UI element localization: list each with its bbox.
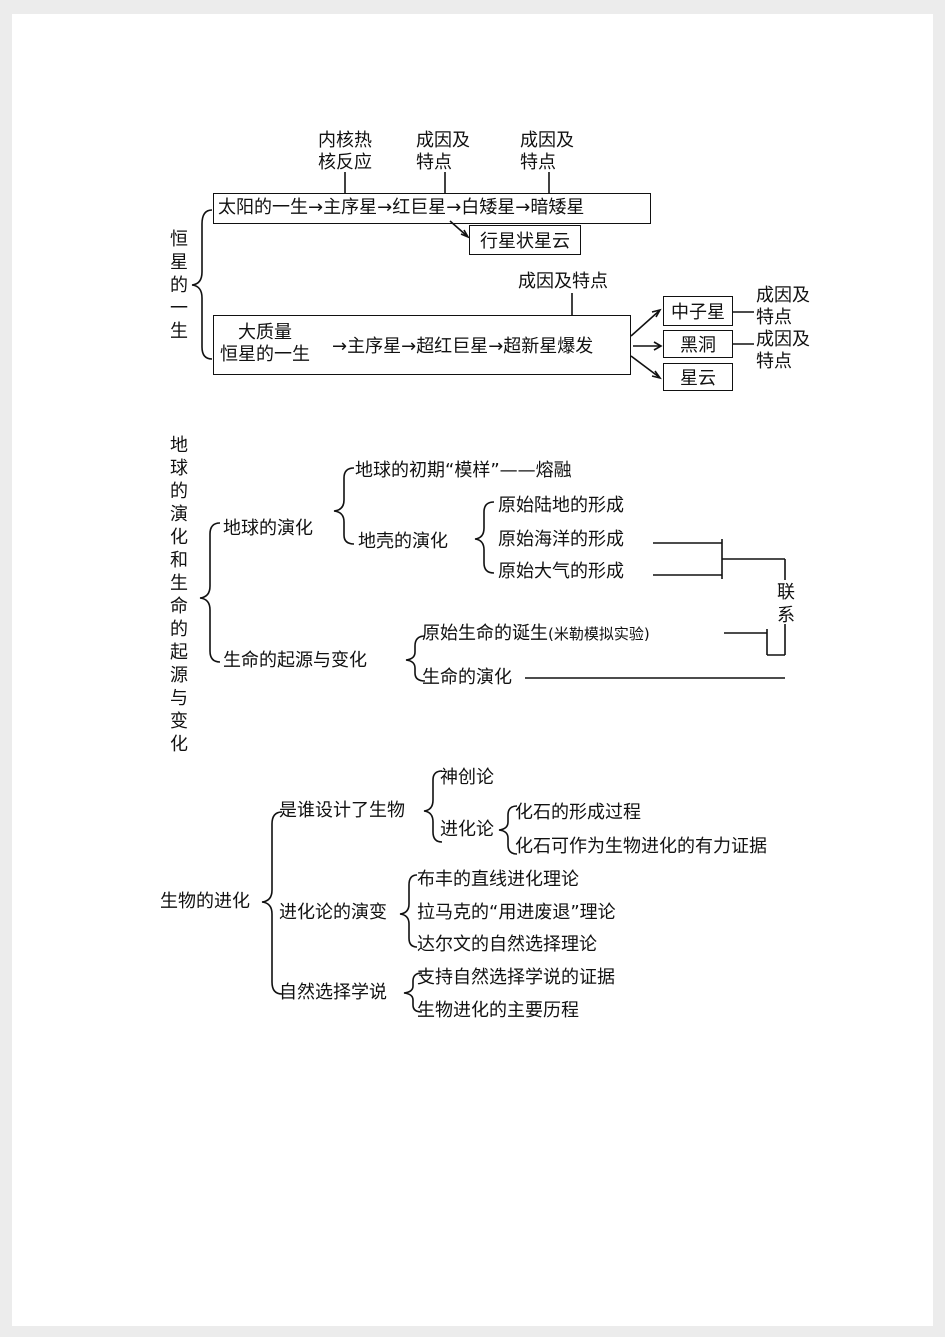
diagram-lines bbox=[191, 172, 786, 1013]
supergiant-label: 超红巨星 bbox=[416, 336, 489, 357]
life-evolution-label: 生命的演化 bbox=[422, 667, 512, 688]
earth-side-title: 地球的演化和生命的起源与变化 bbox=[170, 435, 188, 755]
natural-selection-evidence-label: 支持自然选择学说的证据 bbox=[417, 967, 615, 988]
star-side-title: 恒星的一生 bbox=[170, 229, 188, 342]
neutron-star-cause-label: 成因及 特点 bbox=[756, 285, 810, 328]
red-giant-cause-label: 成因及 特点 bbox=[416, 130, 470, 173]
crust-evolution-label: 地壳的演化 bbox=[358, 531, 448, 552]
white-dwarf-cause-label: 成因及 特点 bbox=[520, 130, 574, 173]
miller-experiment-note: (米勒模拟实验) bbox=[548, 625, 650, 643]
neutron-star-box: 中子星 bbox=[663, 296, 733, 326]
link-label: 联系 bbox=[777, 582, 795, 626]
earth-evolution-brace bbox=[333, 467, 355, 545]
supernova-label: 超新星爆发 bbox=[503, 336, 594, 357]
crust-brace bbox=[474, 501, 495, 574]
main-sequence-label: 主序星 bbox=[323, 197, 378, 218]
planetary-nebula-box: 行星状星云 bbox=[469, 225, 581, 255]
who-brace bbox=[423, 770, 443, 843]
bio-evolution-root: 生物的进化 bbox=[160, 891, 250, 912]
primitive-land-label: 原始陆地的形成 bbox=[498, 495, 624, 516]
red-giant-label: 红巨星 bbox=[392, 197, 447, 218]
white-dwarf-label: 白矮星 bbox=[461, 197, 516, 218]
earth-evolution-label: 地球的演化 bbox=[223, 518, 313, 539]
star-brace bbox=[191, 209, 213, 360]
natural-brace bbox=[403, 972, 423, 1013]
darwin-theory-label: 达尔文的自然选择理论 bbox=[417, 934, 597, 955]
massive-main-sequence-label: 主序星 bbox=[347, 336, 402, 357]
theory-evolution-label: 进化论的演变 bbox=[279, 902, 387, 923]
black-hole-box: 黑洞 bbox=[663, 330, 733, 358]
creationism-label: 神创论 bbox=[440, 767, 494, 788]
primitive-atmosphere-label: 原始大气的形成 bbox=[498, 561, 624, 582]
life-origin-label: 生命的起源与变化 bbox=[223, 650, 367, 671]
fossil-formation-label: 化石的形成过程 bbox=[515, 802, 641, 823]
earth-main-brace bbox=[199, 522, 221, 663]
evolution-history-label: 生物进化的主要历程 bbox=[417, 1000, 579, 1021]
who-designed-label: 是谁设计了生物 bbox=[279, 800, 405, 821]
primitive-ocean-label: 原始海洋的形成 bbox=[498, 529, 624, 550]
massive-star-chain: 大质量 恒星的一生 →主序星→超红巨星→超新星爆发 bbox=[213, 315, 631, 375]
sun-life-chain: 太阳的一生→主序星→红巨星→白矮星→暗矮星 bbox=[213, 193, 651, 224]
bio-root-brace bbox=[261, 811, 283, 995]
life-birth-label: 原始生命的诞生(米勒模拟实验) bbox=[422, 623, 650, 644]
evolution-theory-label: 进化论 bbox=[440, 819, 494, 840]
black-dwarf-label: 暗矮星 bbox=[530, 197, 585, 218]
black-hole-cause-label: 成因及 特点 bbox=[756, 329, 810, 372]
life-brace bbox=[405, 635, 426, 682]
nebula-box: 星云 bbox=[663, 363, 733, 391]
supernova-cause-label: 成因及特点 bbox=[518, 271, 608, 292]
fossil-evidence-label: 化石可作为生物进化的有力证据 bbox=[515, 836, 767, 857]
document-page: 恒星的一生 内核热 核反应 成因及 特点 成因及 特点 太阳的一生→主序星→红巨… bbox=[12, 14, 933, 1326]
natural-selection-label: 自然选择学说 bbox=[279, 982, 387, 1003]
lamarck-theory-label: 拉马克的“用进废退”理论 bbox=[417, 902, 616, 923]
early-earth-label: 地球的初期“模样”——熔融 bbox=[355, 460, 572, 481]
sun-life-label: 太阳的一生 bbox=[218, 197, 308, 218]
core-reaction-label: 内核热 核反应 bbox=[318, 130, 372, 173]
massive-star-title: 大质量 恒星的一生 bbox=[220, 322, 310, 365]
fossil-brace bbox=[498, 805, 518, 855]
theory-brace bbox=[399, 874, 418, 948]
buffon-theory-label: 布丰的直线进化理论 bbox=[417, 869, 579, 890]
